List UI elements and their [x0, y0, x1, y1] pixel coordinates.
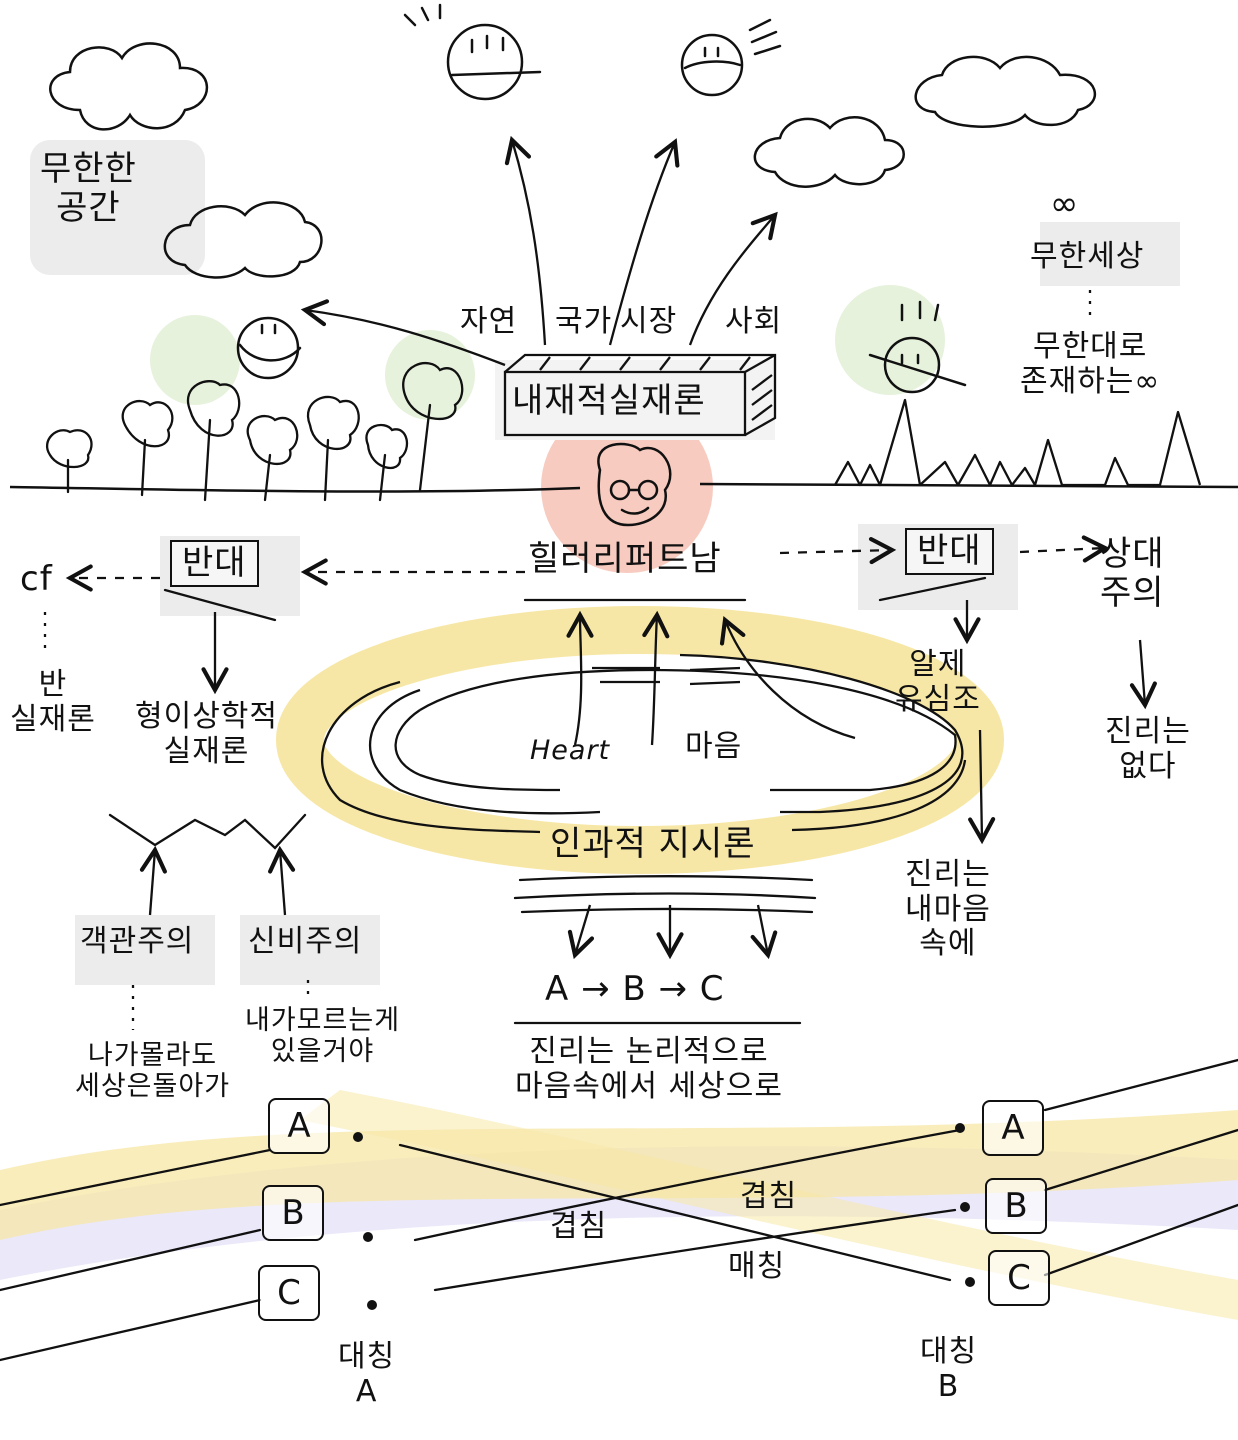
- infinite-space-label: 무한한 공간: [40, 149, 137, 229]
- society-label: 사회: [725, 304, 783, 339]
- arrow-icon: [750, 904, 778, 960]
- tree-icon: [186, 380, 241, 502]
- truth-logic-label: 진리는 논리적으로 마음속에서 세상으로: [515, 1034, 783, 1104]
- arrow-icon: [968, 729, 996, 845]
- tree-icon: [365, 423, 409, 502]
- person-face-icon: [597, 442, 672, 527]
- matching-label: 매칭: [728, 1249, 786, 1284]
- relativism-label: 상대 주의: [1100, 534, 1165, 614]
- infinite-world-label: 무한세상: [1030, 239, 1145, 274]
- arrow-icon: [504, 135, 547, 346]
- cognitive-oval: [321, 653, 967, 834]
- mysticism-label: 신비주의: [248, 924, 363, 959]
- letter-box-right-a: A: [982, 1100, 1044, 1156]
- opposite-right-label: 반대: [905, 528, 994, 576]
- metaphysical-realism-label: 형이상학적 실재론: [135, 699, 278, 769]
- symmetry-b-label: 대칭 B: [920, 1334, 978, 1404]
- sun-face-icon: [680, 18, 782, 97]
- mysticism-note: 내가모르는게 있을거야: [245, 1005, 401, 1068]
- anti-realism-label: 반 실재론: [10, 667, 96, 737]
- internal-realism-label: 내재적실재론: [512, 381, 706, 421]
- tree-icon: [246, 414, 299, 502]
- overlap-left-label: 겹침: [550, 1209, 608, 1244]
- nature-label: 자연: [460, 304, 518, 339]
- arrow-icon: [1129, 639, 1157, 710]
- heart-label: Heart: [530, 735, 611, 766]
- arrow-icon: [268, 845, 296, 916]
- overlap-right-label: 겹침: [740, 1179, 798, 1214]
- tree-icon: [46, 429, 93, 494]
- letter-box-left-b: B: [262, 1185, 324, 1241]
- opposite-left-label: 반대: [170, 540, 259, 588]
- tree-icon: [402, 361, 464, 492]
- putnam-label: 힐러리퍼트남: [528, 539, 722, 579]
- nation-label: 국가: [555, 304, 613, 339]
- internal-realism-box: [503, 353, 777, 437]
- infinity-symbol: ∞: [1050, 184, 1080, 224]
- letter-box-right-c: C: [988, 1250, 1050, 1306]
- arrow-icon: [139, 845, 167, 916]
- cloud-icon: [49, 42, 209, 131]
- market-label: 시장: [620, 304, 678, 339]
- symmetry-a-label: 대칭 A: [338, 1339, 396, 1409]
- cloud-icon: [753, 116, 905, 188]
- arrow-icon: [688, 211, 778, 346]
- sun-face-icon: [403, 3, 542, 101]
- arrow-icon: [642, 610, 670, 746]
- cloud-icon: [914, 55, 1096, 128]
- tree-icon: [121, 399, 174, 497]
- truth-in-mind-label: 진리는 내마음 속에: [905, 857, 991, 961]
- no-truth-label: 진리는 없다: [1105, 714, 1191, 784]
- sun-face-icon: [868, 300, 967, 394]
- arrow-icon: [300, 299, 506, 367]
- cf-label: cf: [20, 559, 53, 599]
- arrow-icon: [608, 138, 680, 346]
- reflection-label: 알제 유심조: [895, 647, 981, 717]
- objectivism-label: 객관주의: [80, 924, 195, 959]
- arrow-icon: [567, 904, 595, 960]
- symmetry-dots: [353, 1123, 975, 1310]
- tree-icon: [306, 395, 360, 502]
- dashed-arrow: [779, 536, 897, 565]
- sun-face-icon: [236, 316, 302, 380]
- exists-infinitely-label: 무한대로 존재하는∞: [1020, 329, 1161, 399]
- mountain-icon: [833, 398, 1202, 487]
- arrow-icon: [566, 610, 594, 746]
- dashed-arrow: [1019, 535, 1110, 563]
- ground-line: [9, 482, 1238, 493]
- arrow-icon: [719, 616, 856, 740]
- objectivism-note: 나가몰라도 세상은돌아가: [75, 1040, 231, 1103]
- cloud-icon: [163, 201, 323, 279]
- letter-box-left-c: C: [258, 1265, 320, 1321]
- letter-box-right-b: B: [985, 1178, 1047, 1234]
- letter-box-left-a: A: [268, 1098, 330, 1154]
- sequence-label: A → B → C: [545, 969, 725, 1009]
- cognitive-epistemology-label: 인과적 지시론: [550, 824, 756, 864]
- mind-label: 마음: [685, 729, 743, 764]
